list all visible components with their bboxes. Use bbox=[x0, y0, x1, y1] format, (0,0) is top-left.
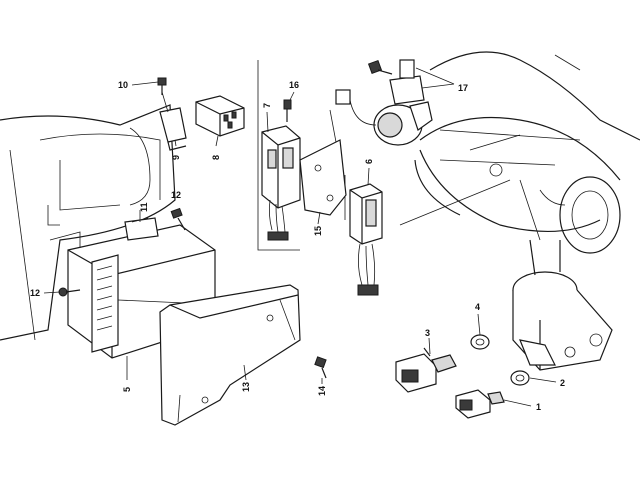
callout-7: 7 bbox=[262, 103, 272, 108]
screw-lower bbox=[58, 287, 81, 297]
screw-upper bbox=[170, 207, 186, 231]
cover-screw bbox=[314, 356, 327, 379]
callout-15: 15 bbox=[313, 226, 323, 236]
callout-9: 9 bbox=[171, 155, 181, 160]
callout-1: 1 bbox=[536, 402, 541, 412]
relay bbox=[195, 95, 245, 137]
module-screw bbox=[283, 99, 292, 122]
sensor-large bbox=[395, 347, 457, 393]
wiring-module bbox=[261, 125, 301, 241]
sensor-assembly bbox=[335, 59, 433, 146]
bracket-bolt bbox=[157, 77, 167, 95]
car-front-outline bbox=[414, 51, 640, 254]
washer-upper bbox=[470, 334, 490, 350]
throttle-body bbox=[512, 239, 613, 371]
callout-5: 5 bbox=[122, 387, 132, 392]
group-divider bbox=[257, 60, 300, 251]
callout-3: 3 bbox=[425, 328, 430, 338]
callout-6: 6 bbox=[364, 159, 374, 164]
callout-4: 4 bbox=[475, 302, 480, 312]
mounting-bracket bbox=[124, 210, 159, 241]
leader-lines bbox=[43, 67, 581, 407]
cover-plate bbox=[159, 284, 301, 426]
connector-harness bbox=[349, 183, 383, 296]
mounting-plate bbox=[299, 109, 347, 216]
washer-lower bbox=[510, 370, 530, 386]
relay-bracket bbox=[159, 91, 187, 151]
callout-11: 11 bbox=[139, 202, 149, 212]
sensor-small bbox=[455, 389, 505, 419]
callout-2: 2 bbox=[560, 378, 565, 388]
body-panel-left bbox=[0, 104, 176, 341]
callout-14: 14 bbox=[317, 386, 327, 396]
callout-12-upper: 12 bbox=[171, 190, 181, 200]
callout-16: 16 bbox=[289, 80, 299, 90]
callout-12-lower: 12 bbox=[30, 288, 40, 298]
callout-13: 13 bbox=[241, 382, 251, 392]
callout-8: 8 bbox=[211, 155, 221, 160]
callout-17: 17 bbox=[458, 83, 468, 93]
callout-10: 10 bbox=[118, 80, 128, 90]
